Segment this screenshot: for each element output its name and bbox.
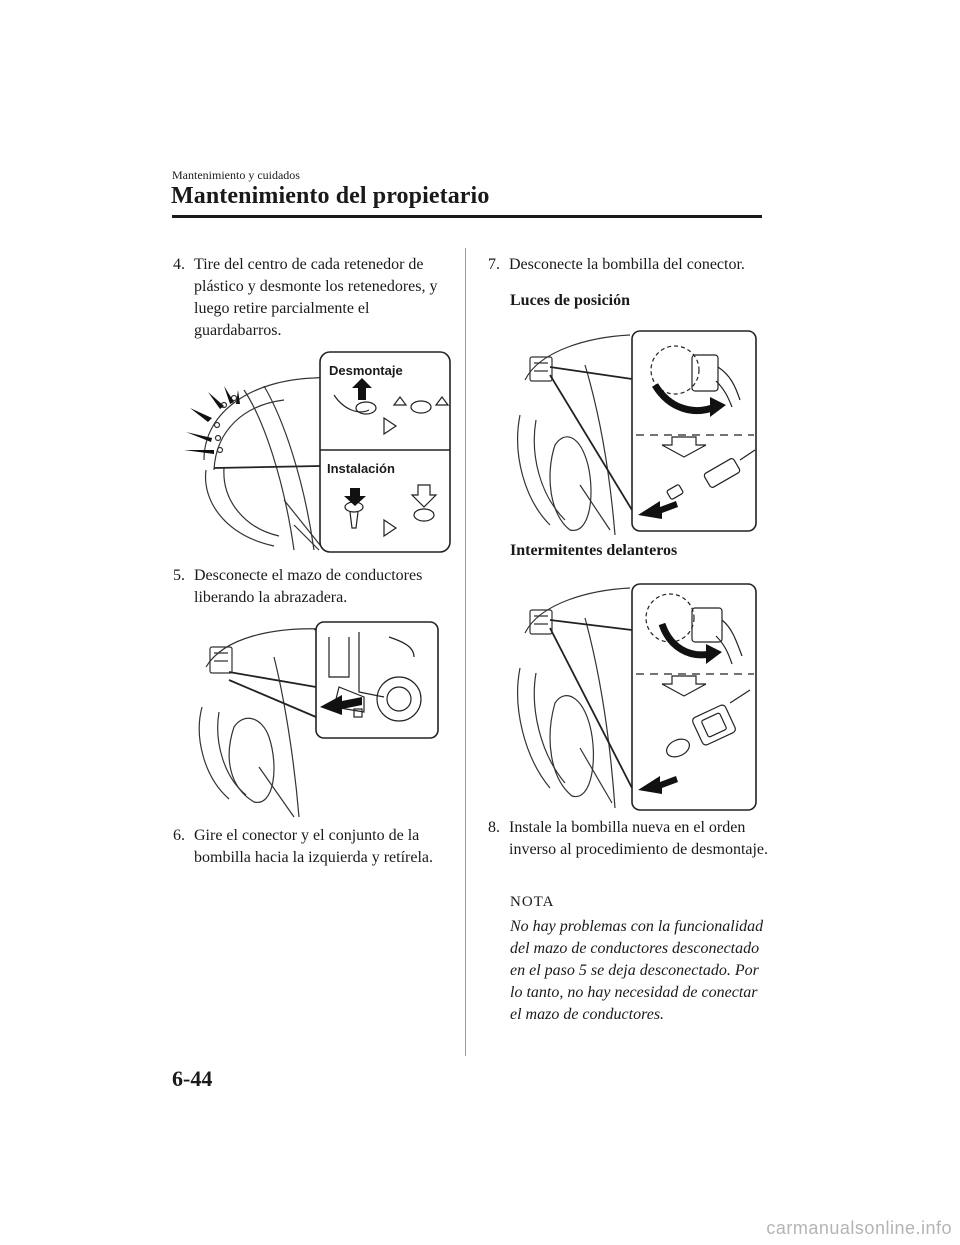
figure-position-light (510, 325, 760, 537)
figure-retainers: Desmontaje Instalación (184, 350, 454, 556)
subheading-position-lights: Luces de posición (510, 292, 631, 309)
step-4: 4. Tire del centro de cada retenedor de … (173, 254, 443, 344)
watermark: carmanualsonline.info (766, 1218, 952, 1238)
step-text: Desconecte el mazo de conductores libera… (194, 567, 423, 606)
step-8: 8. Instale la bombilla nueva en el orden… (488, 817, 768, 885)
step-number: 6. (173, 827, 185, 844)
step-text: Instale la bombilla nueva en el orden in… (509, 819, 769, 858)
step-text: Tire del centro de cada retenedor de plá… (194, 256, 438, 339)
column-divider (465, 248, 466, 1056)
step-5: 5. Desconecte el mazo de conductores lib… (173, 565, 443, 611)
label-desmontaje: Desmontaje (329, 363, 403, 378)
step-number: 4. (173, 256, 185, 273)
step-6: 6. Gire el conector y el conjunto de la … (173, 825, 443, 871)
title-rule (172, 215, 762, 218)
section-label: Mantenimiento y cuidados (172, 168, 300, 182)
step-number: 5. (173, 567, 185, 584)
page-title: Mantenimiento del propietario (171, 183, 490, 209)
step-text: Gire el conector y el conjunto de la bom… (194, 827, 433, 866)
step-7: 7. Desconecte la bombilla del conector. (488, 254, 768, 278)
page-number: 6-44 (172, 1066, 213, 1091)
figure-harness (184, 617, 444, 822)
step-number: 8. (488, 819, 500, 836)
subheading-front-turn: Intermitentes delanteros (510, 542, 678, 559)
step-number: 7. (488, 256, 500, 273)
note-title: NOTA (510, 894, 555, 910)
step-text: Desconecte la bombilla del conector. (509, 256, 745, 273)
label-instalacion: Instalación (327, 461, 395, 476)
note-body: No hay problemas con la funcionalidad de… (510, 918, 764, 1023)
figure-front-turn (510, 578, 760, 814)
